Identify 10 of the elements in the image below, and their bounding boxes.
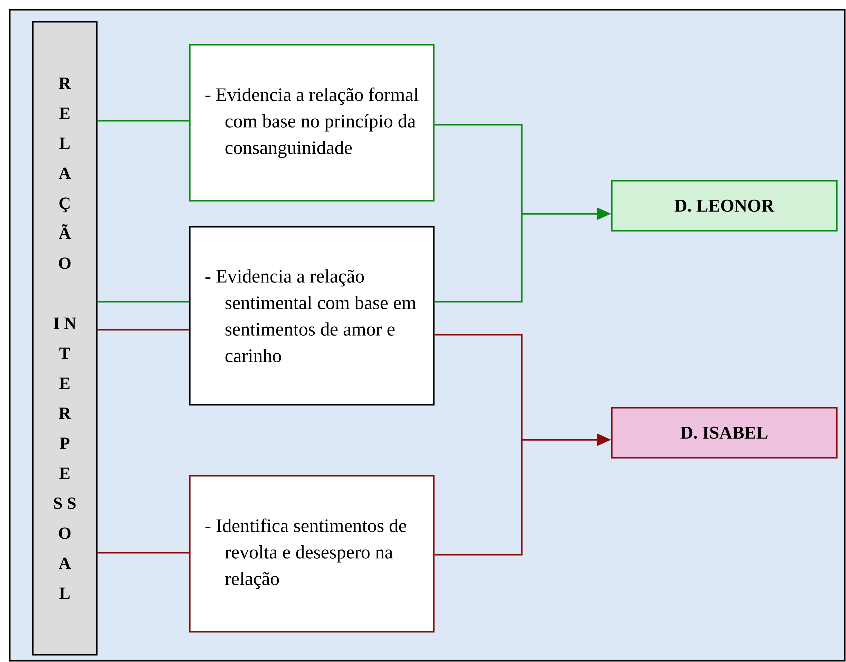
connector-line — [98, 552, 190, 554]
text-box: - Evidencia a relação formal com base no princípio da consanguinidade — [189, 44, 435, 202]
connector-line — [98, 120, 190, 122]
vertical-title-box: R E L A Ç Ã O I N T E R P E S S O A L — [32, 21, 98, 656]
name-box: D. ISABEL — [611, 407, 838, 459]
text-box: - Evidencia a relação sentimental com base em sentimentos de amor e carinho — [189, 226, 435, 406]
name-box: D. LEONOR — [611, 180, 838, 232]
connector-line — [98, 329, 190, 331]
connector-line — [98, 301, 190, 303]
text-box: - Identifica sentimentos de revolta e desespero na relação — [189, 475, 435, 633]
